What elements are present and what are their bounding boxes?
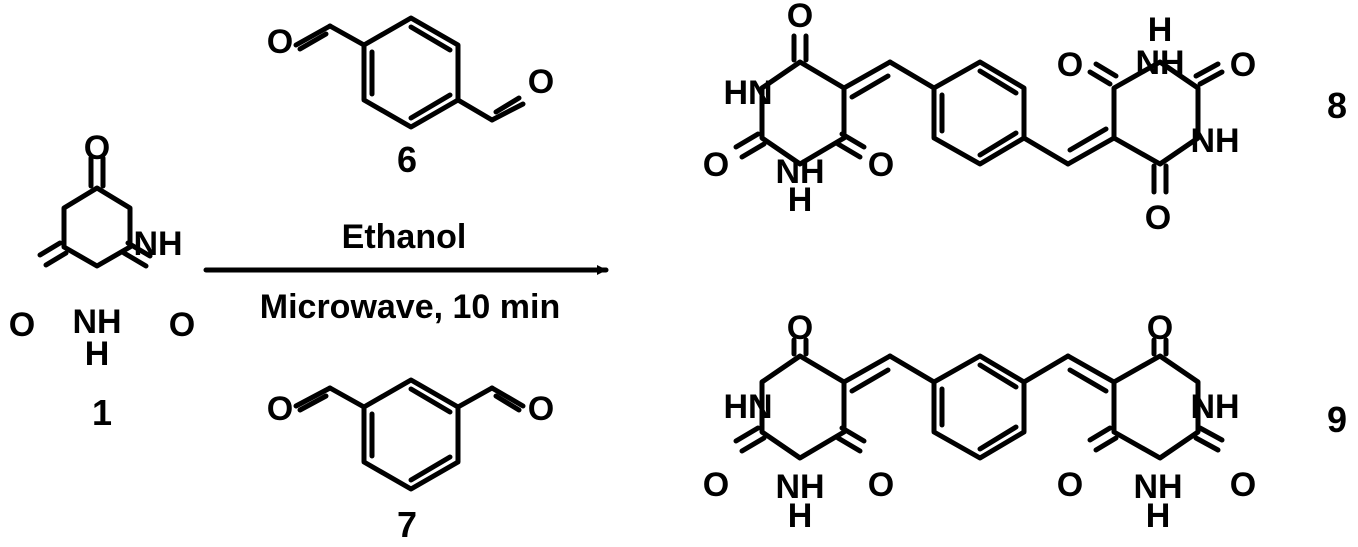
condition-solvent: Ethanol [342,218,467,256]
atom-nh: NH [775,468,824,506]
atom-nh: NH [1133,468,1182,506]
atom-o: O [1057,466,1083,504]
compound-label-1: 1 [92,392,112,433]
atom-o: O [868,146,894,184]
atom-o: O [703,466,729,504]
compound-6-structure [293,15,526,130]
atom-o: O [1057,46,1083,84]
atom-o: O [267,23,293,61]
atom-nh: NH [1190,122,1239,160]
atom-o: O [9,306,35,344]
condition-microwave: Microwave, 10 min [260,288,560,326]
atom-o: O [787,0,813,35]
compound-label-6: 6 [397,139,417,180]
atom-o: O [84,129,110,167]
atom-o: O [1230,46,1256,84]
atom-h: H [85,335,110,373]
atom-o: O [267,390,293,428]
atom-nh: NH [72,303,121,341]
compound-9-structure [733,337,1225,461]
atom-nh: NH [133,225,182,263]
compound-1-structure [37,155,153,269]
atom-h: H [1148,11,1173,49]
atom-nh: NH [1135,44,1184,82]
atom-o: O [1147,309,1173,347]
compound-label-8: 8 [1327,85,1347,126]
atom-nh: NH [1190,388,1239,426]
atom-h: H [788,497,813,535]
atom-o: O [169,306,195,344]
atom-o: O [1230,466,1256,504]
atom-o: O [703,146,729,184]
atom-o: O [787,309,813,347]
atom-hn: HN [723,74,772,112]
atom-o: O [528,390,554,428]
atom-h: H [788,181,813,219]
atom-o: O [1145,199,1171,237]
atom-o: O [528,63,554,101]
compound-label-9: 9 [1327,399,1347,440]
atom-hn: HN [723,388,772,426]
atom-o: O [868,466,894,504]
compound-label-7: 7 [397,504,417,545]
compound-7-structure [293,377,526,492]
compound-8-structure [733,33,1225,195]
atom-nh: NH [775,153,824,191]
atom-h: H [1146,497,1171,535]
